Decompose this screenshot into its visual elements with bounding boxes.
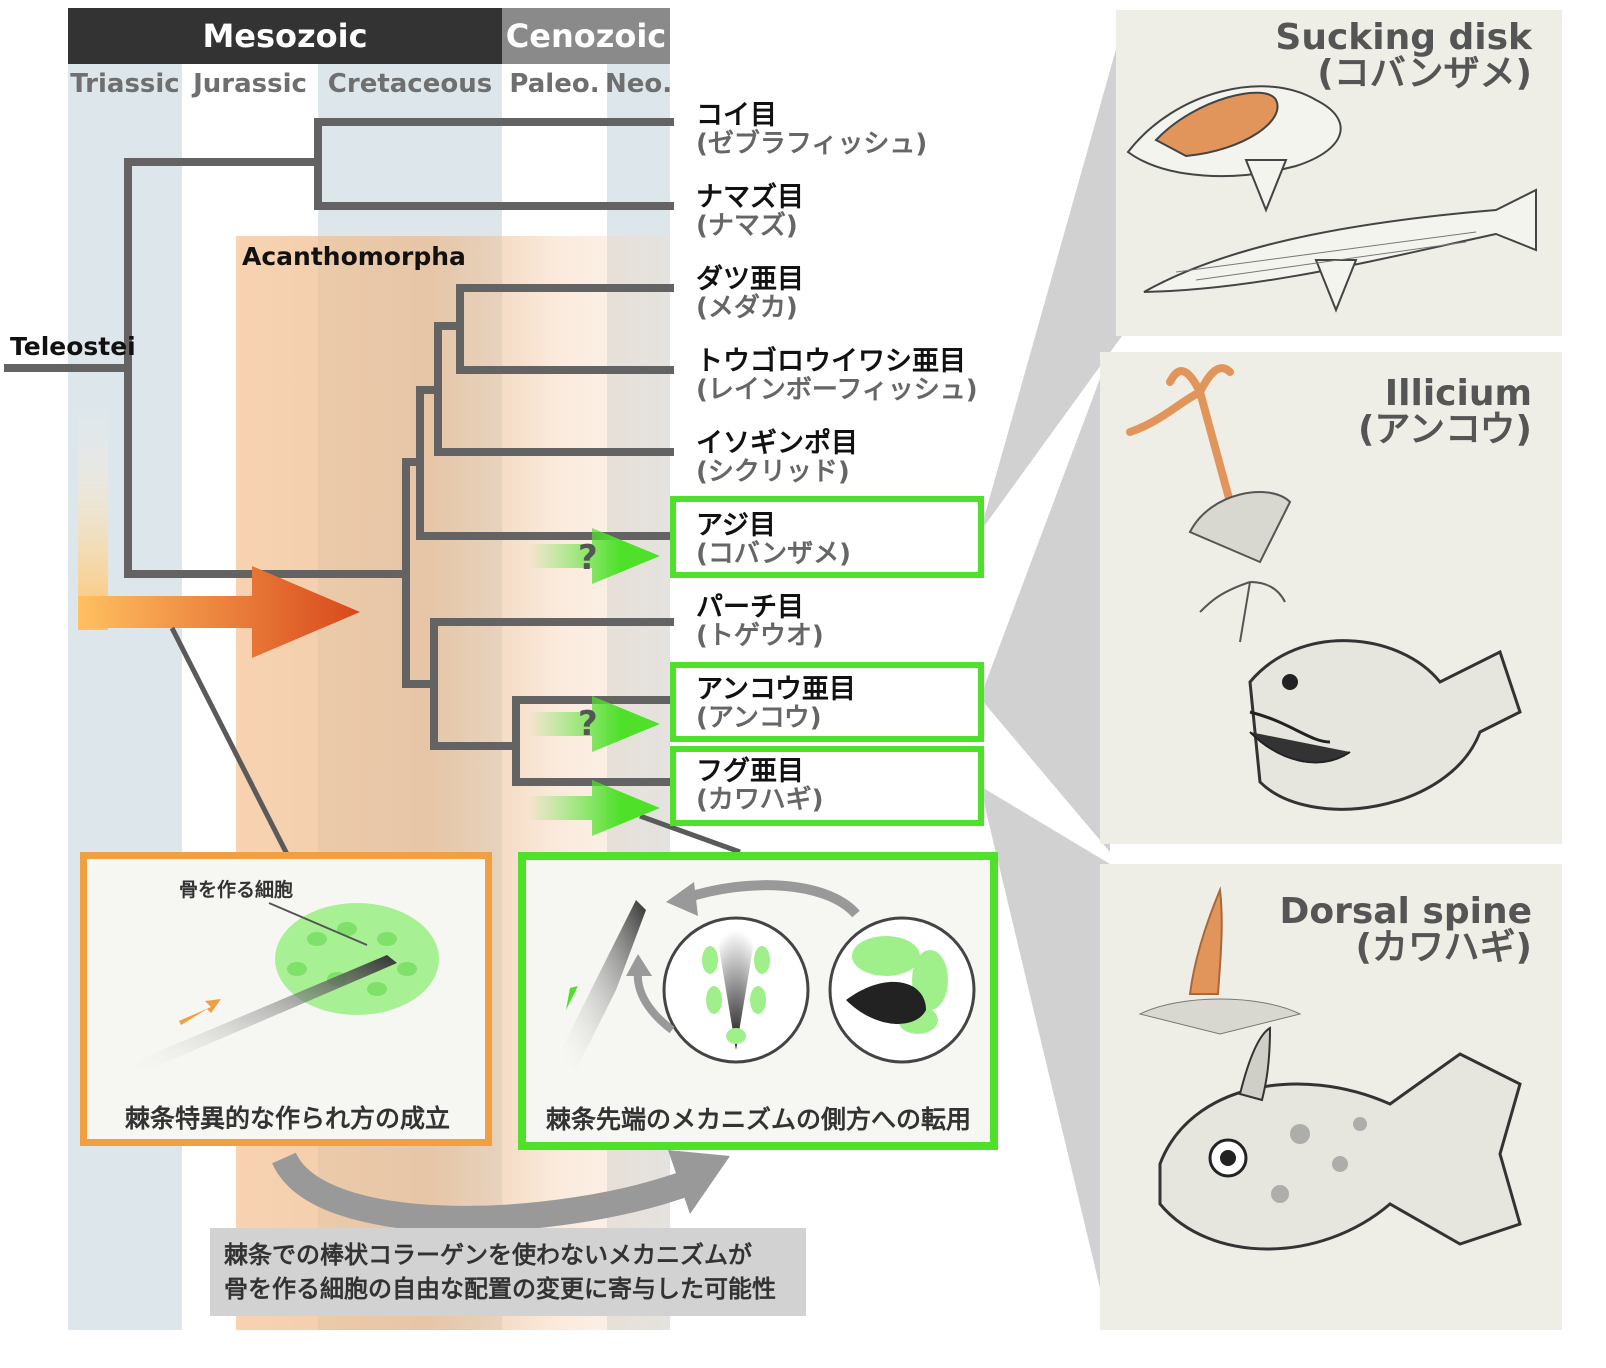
taxon-name: アンコウ亜目 [696, 674, 856, 705]
clade-teleostei: Teleostei [10, 332, 136, 361]
taxon-name: パーチ目 [696, 592, 804, 623]
panel-title: Illicium (アンコウ) [1358, 376, 1532, 448]
panel-title: Sucking disk (コバンザメ) [1275, 20, 1532, 92]
taxon-name: ナマズ目 [696, 182, 804, 213]
taxon-name: トウゴロウイワシ亜目 [696, 346, 966, 377]
panel-title-text: Sucking disk [1275, 17, 1532, 58]
orange-arrow [78, 566, 360, 658]
taxon-tougorou: トウゴロウイワシ亜目 (レインボーフィッシュ) [696, 346, 978, 405]
connector-left-inset [169, 626, 293, 862]
taxon-example: (トゲウオ) [696, 621, 824, 651]
taxon-example: (コバンザメ) [696, 539, 852, 569]
taxon-name: イソギンポ目 [696, 428, 858, 459]
era-cenozoic: Cenozoic [502, 8, 670, 64]
green-arrow-ankou [528, 696, 660, 752]
bottom-note-line2: 骨を作る細胞の自由な配置の変更に寄与した可能性 [224, 1275, 776, 1303]
highlight-box-ankou [670, 662, 984, 742]
inset-left-caption: 棘条特異的な作られ方の成立 [125, 1104, 451, 1133]
inset-right: 棘条先端のメカニズムの側方への転用 [518, 852, 998, 1150]
panel-dorsal-spine: Dorsal spine (カワハギ) [1100, 864, 1562, 1330]
highlight-box-aji [670, 496, 984, 578]
panel-illicium: Illicium (アンコウ) [1100, 352, 1562, 844]
curved-arrow-bottom [272, 1151, 695, 1232]
curved-arrow-head [668, 1150, 730, 1214]
panel-subtitle-text: (カワハギ) [1355, 927, 1532, 968]
bottom-note-line1: 棘条での棒状コラーゲンを使わないメカニズムが [224, 1241, 752, 1269]
anglerfish-illustration [1126, 364, 1522, 811]
taxon-example: (アンコウ) [696, 703, 822, 733]
spine-mechanism-diagram [556, 880, 976, 1070]
taxon-name: アジ目 [696, 510, 776, 541]
inset-left: 骨を作る細胞 棘条特異的な作られ方の成立 [80, 852, 492, 1146]
clade-acanthomorpha: Acanthomorpha [242, 242, 466, 271]
period-cretaceous: Cretaceous [327, 69, 493, 99]
taxon-namazu: ナマズ目 (ナマズ) [696, 182, 804, 241]
orange-arrow-stem [78, 404, 108, 630]
wedge-illicium [980, 352, 1110, 852]
question-mark-aji: ? [578, 538, 598, 578]
period-neo: Neo. [604, 69, 673, 99]
taxon-example: (レインボーフィッシュ) [696, 375, 978, 405]
taxon-ankou: アンコウ亜目 (アンコウ) [696, 674, 856, 733]
panel-sucking-disk: Sucking disk (コバンザメ) [1116, 10, 1562, 336]
inset-right-caption: 棘条先端のメカニズムの側方への転用 [546, 1105, 972, 1134]
panel-title: Dorsal spine (カワハギ) [1279, 894, 1532, 966]
taxon-example: (ゼブラフィッシュ) [696, 129, 928, 159]
period-triassic: Triassic [70, 69, 180, 99]
taxon-example: (シクリッド) [696, 457, 850, 487]
taxon-name: ダツ亜目 [696, 264, 804, 295]
connector-right-inset [639, 813, 741, 855]
bottom-note: 棘条での棒状コラーゲンを使わないメカニズムが 骨を作る細胞の自由な配置の変更に寄… [210, 1228, 806, 1316]
taxon-example: (ナマズ) [696, 211, 798, 241]
period-jurassic: Jurassic [193, 69, 307, 99]
taxon-perch: パーチ目 (トゲウオ) [696, 592, 824, 651]
taxon-fugu: フグ亜目 (カワハギ) [696, 756, 824, 815]
wedge-dorsal-spine [980, 786, 1110, 1330]
panel-subtitle-text: (アンコウ) [1357, 409, 1532, 450]
taxon-example: (カワハギ) [696, 785, 824, 815]
remora-illustration [1126, 85, 1537, 313]
taxon-koi: コイ目 (ゼブラフィッシュ) [696, 100, 928, 159]
bone-cell-diagram [117, 902, 439, 1079]
wedge-sucking-disk [980, 28, 1122, 532]
green-arrow-fugu [528, 780, 660, 836]
panel-title-text: Illicium [1384, 373, 1532, 414]
green-arrow-aji [528, 528, 660, 584]
taxon-example: (メダカ) [696, 293, 798, 323]
cell-label: 骨を作る細胞 [179, 879, 294, 901]
era-mesozoic: Mesozoic [68, 8, 502, 64]
taxon-name: コイ目 [696, 100, 777, 131]
taxon-datsu: ダツ亜目 (メダカ) [696, 264, 804, 323]
question-mark-ankou: ? [578, 704, 598, 744]
panel-subtitle-text: (コバンザメ) [1317, 53, 1532, 94]
filefish-illustration [1138, 886, 1522, 1251]
highlight-box-fugu [670, 746, 984, 826]
taxon-aji: アジ目 (コバンザメ) [696, 510, 852, 569]
period-paleo: Paleo. [509, 69, 600, 99]
taxon-isoginpo: イソギンポ目 (シクリッド) [696, 428, 858, 487]
taxon-name: フグ亜目 [696, 756, 804, 787]
panel-title-text: Dorsal spine [1279, 891, 1532, 932]
